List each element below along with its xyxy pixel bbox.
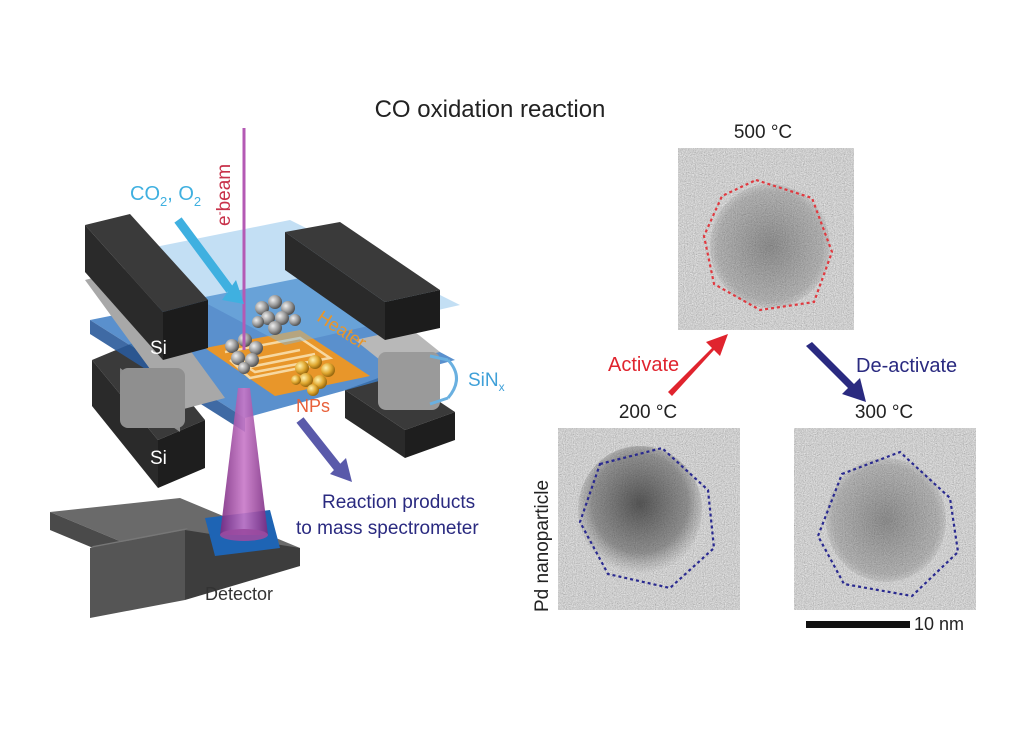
particle-outline-500c <box>702 178 834 312</box>
spacer-rod-right <box>355 328 440 410</box>
detector-label: Detector <box>205 584 273 604</box>
electron-beam-label: e-beam <box>212 164 235 226</box>
activate-arrow <box>668 334 728 396</box>
deactivate-arrow <box>806 342 866 402</box>
si-top-label: Si <box>150 338 167 359</box>
scale-bar <box>806 621 910 628</box>
nanoparticle-cluster-top <box>252 295 301 335</box>
tem-holder-schematic: Detector <box>50 128 505 618</box>
temp-label-300: 300 °C <box>855 402 913 423</box>
si-block-top-left <box>85 214 208 360</box>
particle-outline-200c <box>578 446 716 590</box>
products-arrow <box>296 417 342 471</box>
nanoparticle-cluster-gold <box>291 355 335 396</box>
si-bottom-label: Si <box>150 448 167 469</box>
nps-label: NPs <box>296 396 330 416</box>
scale-bar-label: 10 nm <box>914 614 964 634</box>
gas-inlet-arrow <box>174 217 234 293</box>
micrograph-panel: 500 °C Activate De-activate 200 °C 300 °… <box>532 122 976 634</box>
sinx-bracket <box>446 358 458 399</box>
pd-nanoparticle-label: Pd nanoparticle <box>532 480 553 612</box>
products-label-line1: Reaction products <box>322 492 475 513</box>
temp-label-500: 500 °C <box>734 122 792 143</box>
products-label-line2: to mass spectrometer <box>296 518 479 539</box>
deactivate-label: De-activate <box>856 355 957 377</box>
sinx-label: SiNx <box>468 370 505 394</box>
micrograph-500c <box>678 148 854 330</box>
activate-label: Activate <box>608 354 679 376</box>
si-block-top-right <box>285 222 440 340</box>
micrograph-300c <box>794 428 976 610</box>
detector <box>50 498 300 618</box>
temp-label-200: 200 °C <box>619 402 677 423</box>
gas-inlet-label: CO2, O2 <box>130 183 201 209</box>
micrograph-200c <box>558 428 740 610</box>
transmitted-beam-cone <box>220 388 268 535</box>
figure-title: CO oxidation reaction <box>375 96 606 123</box>
particle-outline-300c <box>816 450 960 598</box>
